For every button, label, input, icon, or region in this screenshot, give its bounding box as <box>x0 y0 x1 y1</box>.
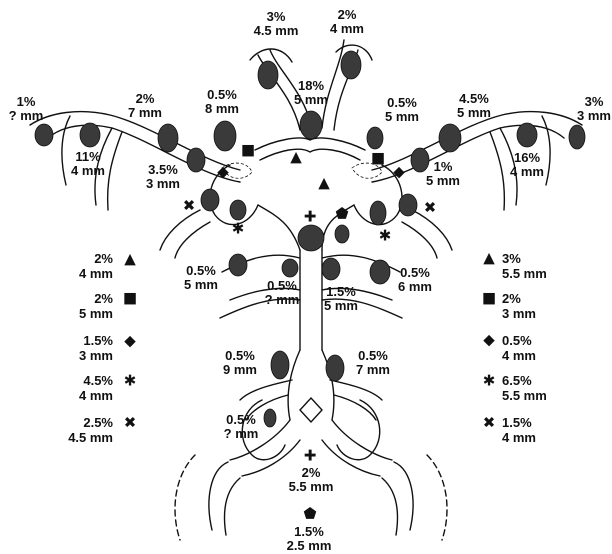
pentagon-marker-bottom: ⬟ <box>303 507 316 522</box>
vertebral-split <box>288 350 334 420</box>
cross-marker-left: ✖ <box>183 199 196 214</box>
legend-left-cross-icon: ✖ <box>124 416 137 431</box>
label-left-m2: 2%7 mm <box>128 92 162 120</box>
legend-left-item-diamond: 1.5%3 mm <box>63 333 113 363</box>
label-right-aica: 1.5%5 mm <box>324 285 358 313</box>
legend-left-square-icon: ■ <box>123 291 137 306</box>
aneurysm-pca-right <box>341 51 361 79</box>
legend-right-cross-icon: ✖ <box>483 416 496 431</box>
plus-marker-top: ✚ <box>304 210 317 225</box>
aneurysm-left-vertebral <box>264 409 276 427</box>
triangle-marker-left: ▲ <box>290 150 302 165</box>
label-top-right-pca: 2%4 mm <box>330 8 364 36</box>
asterisk-marker-left: ✱ <box>232 222 245 237</box>
label-right-m1: 1%5 mm <box>426 160 460 188</box>
basilar-artery <box>300 250 322 350</box>
aneurysm-right-sca <box>370 260 390 284</box>
legend-right-asterisk-icon: ✱ <box>483 374 496 389</box>
aneurysm-left-m2 <box>158 124 178 152</box>
legend-right-item-diamond: 0.5%4 mm <box>502 333 536 363</box>
legend-right-item-triangle: 3%5.5 mm <box>502 251 547 281</box>
right-pica-vessel <box>330 380 382 420</box>
cross-marker-right: ✖ <box>424 201 437 216</box>
pentagon-marker-top: ⬟ <box>335 207 348 222</box>
label-right-m2-distal: 3%3 mm <box>577 95 611 123</box>
aneurysm-left-cross <box>201 189 219 211</box>
aneurysm-basilar-plus <box>298 225 324 251</box>
aneurysm-right-aica <box>322 258 340 280</box>
aneurysm-right-m2-distal <box>569 125 585 149</box>
label-left-mca-bif: 11%4 mm <box>71 150 105 178</box>
label-right-ica-terminus: 0.5%5 mm <box>385 96 419 124</box>
label-plus-bottom: 2%5.5 mm <box>289 466 334 494</box>
aneurysm-right-asterisk <box>370 201 386 225</box>
lower-loops-left <box>175 455 195 540</box>
label-top-left-pca: 3%4.5 mm <box>254 10 299 38</box>
aca-loop-inner <box>260 149 360 160</box>
label-pentagon-bottom: 1.5%2.5 mm <box>287 525 332 553</box>
legend-right-diamond-icon: ◆ <box>483 333 495 348</box>
aneurysm-left-m1 <box>187 148 205 172</box>
label-right-sca: 0.5%6 mm <box>398 266 432 294</box>
legend-right-item-cross: 1.5%4 mm <box>502 415 536 445</box>
label-left-m1: 3.5%3 mm <box>146 163 180 191</box>
asterisk-marker-right: ✱ <box>379 229 392 244</box>
legend-right-item-asterisk: 6.5%5.5 mm <box>502 373 547 403</box>
square-marker-right: ■ <box>371 151 385 166</box>
legend-left-triangle-icon: ▲ <box>124 252 136 267</box>
left-vertebral-lower <box>209 462 240 535</box>
aneurysm-right-cross <box>399 194 417 216</box>
label-left-pica: 0.5%9 mm <box>223 349 257 377</box>
label-left-sca: 0.5%5 mm <box>184 264 218 292</box>
aneurysm-left-sca <box>229 254 247 276</box>
right-ica-curl <box>402 210 452 258</box>
label-basilar-tip: 18%5 mm <box>294 79 328 107</box>
plus-marker-bottom: ✚ <box>304 449 317 464</box>
label-right-m2: 4.5%5 mm <box>457 92 491 120</box>
label-right-pica: 0.5%7 mm <box>356 349 390 377</box>
legend-left-item-asterisk: 4.5%4 mm <box>63 373 113 403</box>
right-pica-loop <box>337 400 380 460</box>
lower-loops-right <box>427 455 447 540</box>
aneurysm-right-mca-bif <box>517 123 537 147</box>
square-marker-left: ■ <box>241 143 255 158</box>
vertebral-diamond <box>300 398 322 422</box>
label-right-mca-bif: 16%4 mm <box>510 151 544 179</box>
diamond-marker-left: ◆ <box>217 165 229 180</box>
aneurysm-basilar-tip <box>300 111 322 139</box>
aca-loop <box>255 138 365 150</box>
label-left-m2-distal: 1%? mm <box>9 95 44 123</box>
aneurysm-left-ica-terminus <box>214 121 236 151</box>
legend-left-item-cross: 2.5%4.5 mm <box>63 415 113 445</box>
legend-left-diamond-icon: ◆ <box>124 334 136 349</box>
label-left-aica: 0.5%? mm <box>265 279 300 307</box>
aneurysm-right-pica <box>326 355 344 381</box>
legend-right-item-square: 2%3 mm <box>502 291 536 321</box>
triangle-marker-right: ▲ <box>318 176 330 191</box>
aneurysm-right-ica-terminus <box>367 127 383 149</box>
aneurysm-left-aica <box>282 259 298 277</box>
aneurysm-left-m2-distal <box>35 124 53 146</box>
legend-left-asterisk-icon: ✱ <box>124 374 137 389</box>
aneurysm-left-mca-bif <box>80 123 100 147</box>
aneurysm-left-pica <box>271 351 289 379</box>
aneurysm-pca-left <box>258 61 278 89</box>
aneurysm-right-m2 <box>439 124 461 152</box>
aneurysm-basilar-pentagon <box>335 225 349 243</box>
aneurysm-left-asterisk <box>230 200 246 220</box>
legend-right-square-icon: ■ <box>482 291 496 306</box>
label-left-ica-terminus: 0.5%8 mm <box>205 88 239 116</box>
left-mca-branch-2 <box>62 116 70 185</box>
left-ica-curl <box>160 210 210 258</box>
right-vertebral-lower <box>382 462 413 535</box>
legend-left-item-triangle: 2%4 mm <box>63 251 113 281</box>
diamond-marker-right: ◆ <box>393 165 405 180</box>
legend-left-item-square: 2%5 mm <box>63 291 113 321</box>
legend-right-triangle-icon: ▲ <box>483 251 495 266</box>
label-left-vertebral: 0.5%? mm <box>224 413 259 441</box>
